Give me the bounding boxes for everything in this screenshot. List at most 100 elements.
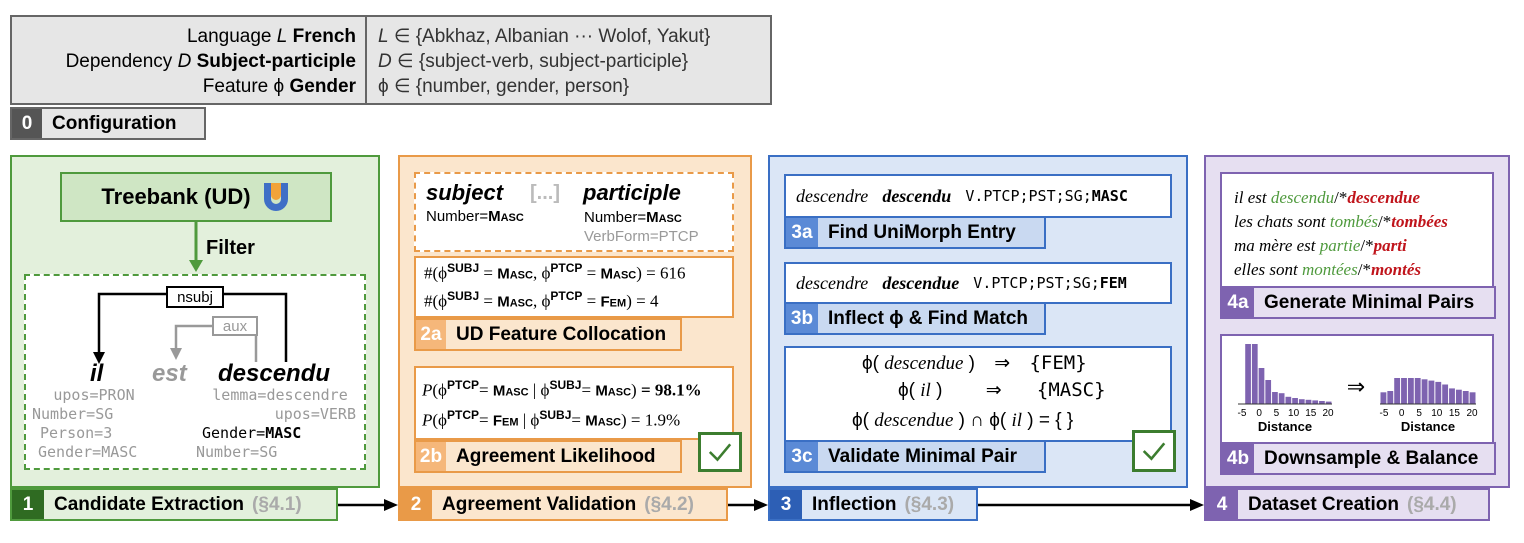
hist-after-bar <box>1414 378 1421 404</box>
sub-title: UD Feature Collocation <box>456 323 667 345</box>
sub-number: 3a <box>786 218 818 247</box>
minimal-pair: elles sont montées/*montés <box>1234 260 1422 279</box>
config-label: Feature <box>202 76 269 97</box>
pair-bad: parti <box>1373 236 1407 255</box>
sub-title: Validate Minimal Pair <box>828 445 1018 467</box>
hist-before-tick-label: 0 <box>1256 408 1262 419</box>
sub-title: Downsample & Balance <box>1264 447 1479 469</box>
config-domain-language: L ∈ {Abkhaz, Albanian ··· Wolof, Yakut} <box>378 24 768 49</box>
count-value: = 4 <box>636 291 659 311</box>
hist-before-tick-label: 20 <box>1322 408 1334 419</box>
step-title: Agreement Validation <box>442 493 637 515</box>
hist-before-bar <box>1292 398 1298 404</box>
treebank-box: Treebank (UD) <box>60 172 332 222</box>
descendu-features: lemma=descendre upos=VERB Gender=MASC Nu… <box>196 386 364 462</box>
filter-arrow <box>189 222 203 272</box>
config-row-feature: Feature ϕ Gender <box>14 74 356 99</box>
tag-bold: FEM <box>1099 274 1127 292</box>
pair-bad: descendue <box>1347 188 1421 207</box>
prob-row-2: P(ϕPTCP= Fem | ϕSUBJ= Masc) = 1.9% <box>422 408 681 430</box>
entry-tags: V.PTCP;PST;SG;MASC <box>965 187 1128 205</box>
config-label: Language <box>186 26 272 47</box>
config-value: Subject-participle <box>196 51 356 72</box>
hist-before-tick-label: 5 <box>1274 408 1280 419</box>
val-word: il <box>1011 410 1023 431</box>
sub-title: Inflect ϕ & Find Match <box>828 307 1029 329</box>
hist-after-bar <box>1435 381 1442 404</box>
il-feature: Person=3 <box>40 424 113 442</box>
aux-label: aux <box>212 316 258 336</box>
hist-before-bar <box>1272 392 1278 404</box>
word-il: il <box>90 360 104 387</box>
config-label: Dependency <box>65 51 173 72</box>
hist-before-bar <box>1325 401 1332 404</box>
pair-prefix: elles sont <box>1234 260 1302 279</box>
sub4b-label: 4b Downsample & Balance <box>1220 442 1496 475</box>
hist-after-tick-label: 0 <box>1399 408 1405 419</box>
config-divider <box>365 15 367 105</box>
hist-after-bar <box>1394 378 1401 404</box>
minimal-pair: il est descendu/*descendue <box>1234 188 1421 207</box>
entry-lemma: descendre <box>796 185 869 206</box>
il-feature: Number=SG <box>32 405 114 423</box>
pair-good: descendu <box>1270 188 1335 207</box>
stage3-step-label: 3 Inflection(§4.3) <box>768 488 978 521</box>
config-var: ϕ <box>378 76 389 97</box>
feat-value: Masc <box>646 209 682 226</box>
feat-value: Masc <box>488 208 524 225</box>
hist-before-bar <box>1265 380 1272 404</box>
pipeline-arrows <box>338 499 1204 511</box>
sub3b-label: 3b Inflect ϕ & Find Match <box>784 302 1046 335</box>
config-value: French <box>292 26 356 47</box>
stage2-step-label: 2 Agreement Validation(§4.2) <box>398 488 728 521</box>
entry-form: descendue <box>882 272 960 293</box>
descendu-feature: upos=VERB <box>274 405 356 423</box>
hist-after-tick-label: 10 <box>1431 408 1443 419</box>
val-word: il <box>920 380 931 401</box>
hist-after-bar <box>1469 392 1476 404</box>
count-row-2: #(ϕSUBJ = Masc, ϕPTCP = Fem) = 4 <box>424 289 659 311</box>
validate-row-2: ϕ( il ) ⇒ {MASC} <box>898 379 1106 401</box>
sub-number: 3c <box>786 442 818 471</box>
hist-after-tick-label: 5 <box>1416 408 1422 419</box>
pair-bad: montés <box>1370 260 1422 279</box>
filter-label: Filter <box>206 237 255 259</box>
subject-header: subject <box>426 180 504 205</box>
il-feature: upos=PRON <box>53 386 135 404</box>
step-title-wrap: Candidate Extraction(§4.1) <box>44 490 312 519</box>
entry-form: descendu <box>882 185 952 206</box>
ud-logo-icon <box>263 183 288 211</box>
prob-value: = 1.9% <box>630 410 681 430</box>
section-ref: (§4.4) <box>1407 493 1457 515</box>
sub-number: 2a <box>416 320 446 349</box>
sub3a-label: 3a Find UniMorph Entry <box>784 216 1046 249</box>
val-word: descendue <box>884 353 964 374</box>
hist-after-bar <box>1380 392 1387 404</box>
step-number: 3 <box>770 490 802 519</box>
descendu-feature: Number=SG <box>196 443 278 461</box>
step-number: 0 <box>12 109 42 138</box>
pair-prefix: il est <box>1234 188 1271 207</box>
ellipsis: [...] <box>530 182 560 204</box>
word-est: est <box>152 360 187 387</box>
hist-before-tick-label: 10 <box>1288 408 1300 419</box>
config-row-dependency: Dependency D Subject-participle <box>14 49 356 74</box>
sub2a-label: 2a UD Feature Collocation <box>414 318 682 351</box>
inflect-entry-box: descendre descendue V.PTCP;PST;SG;FEM <box>784 262 1172 304</box>
hist-after-tick-label: 20 <box>1466 408 1478 419</box>
prob-value: = 98.1% <box>640 380 702 400</box>
count-value: = 616 <box>646 263 686 283</box>
config-var: L <box>378 26 389 47</box>
entry-tags: V.PTCP;PST;SG;FEM <box>973 274 1127 292</box>
hist-before-xlabel: Distance <box>1258 419 1312 434</box>
hist-after-tick-label: 15 <box>1449 408 1461 419</box>
hist-before-bar <box>1312 400 1319 404</box>
config-domain-feature: ϕ ∈ {number, gender, person} <box>378 74 768 99</box>
gender-value: MASC <box>265 424 302 442</box>
step-title: Dataset Creation <box>1248 493 1399 515</box>
hist-before-bar <box>1305 399 1312 404</box>
hist-before-bar <box>1245 344 1251 404</box>
config-value: Gender <box>289 76 356 97</box>
hist-after-bar <box>1407 378 1414 404</box>
val-word: descendue <box>874 410 954 431</box>
